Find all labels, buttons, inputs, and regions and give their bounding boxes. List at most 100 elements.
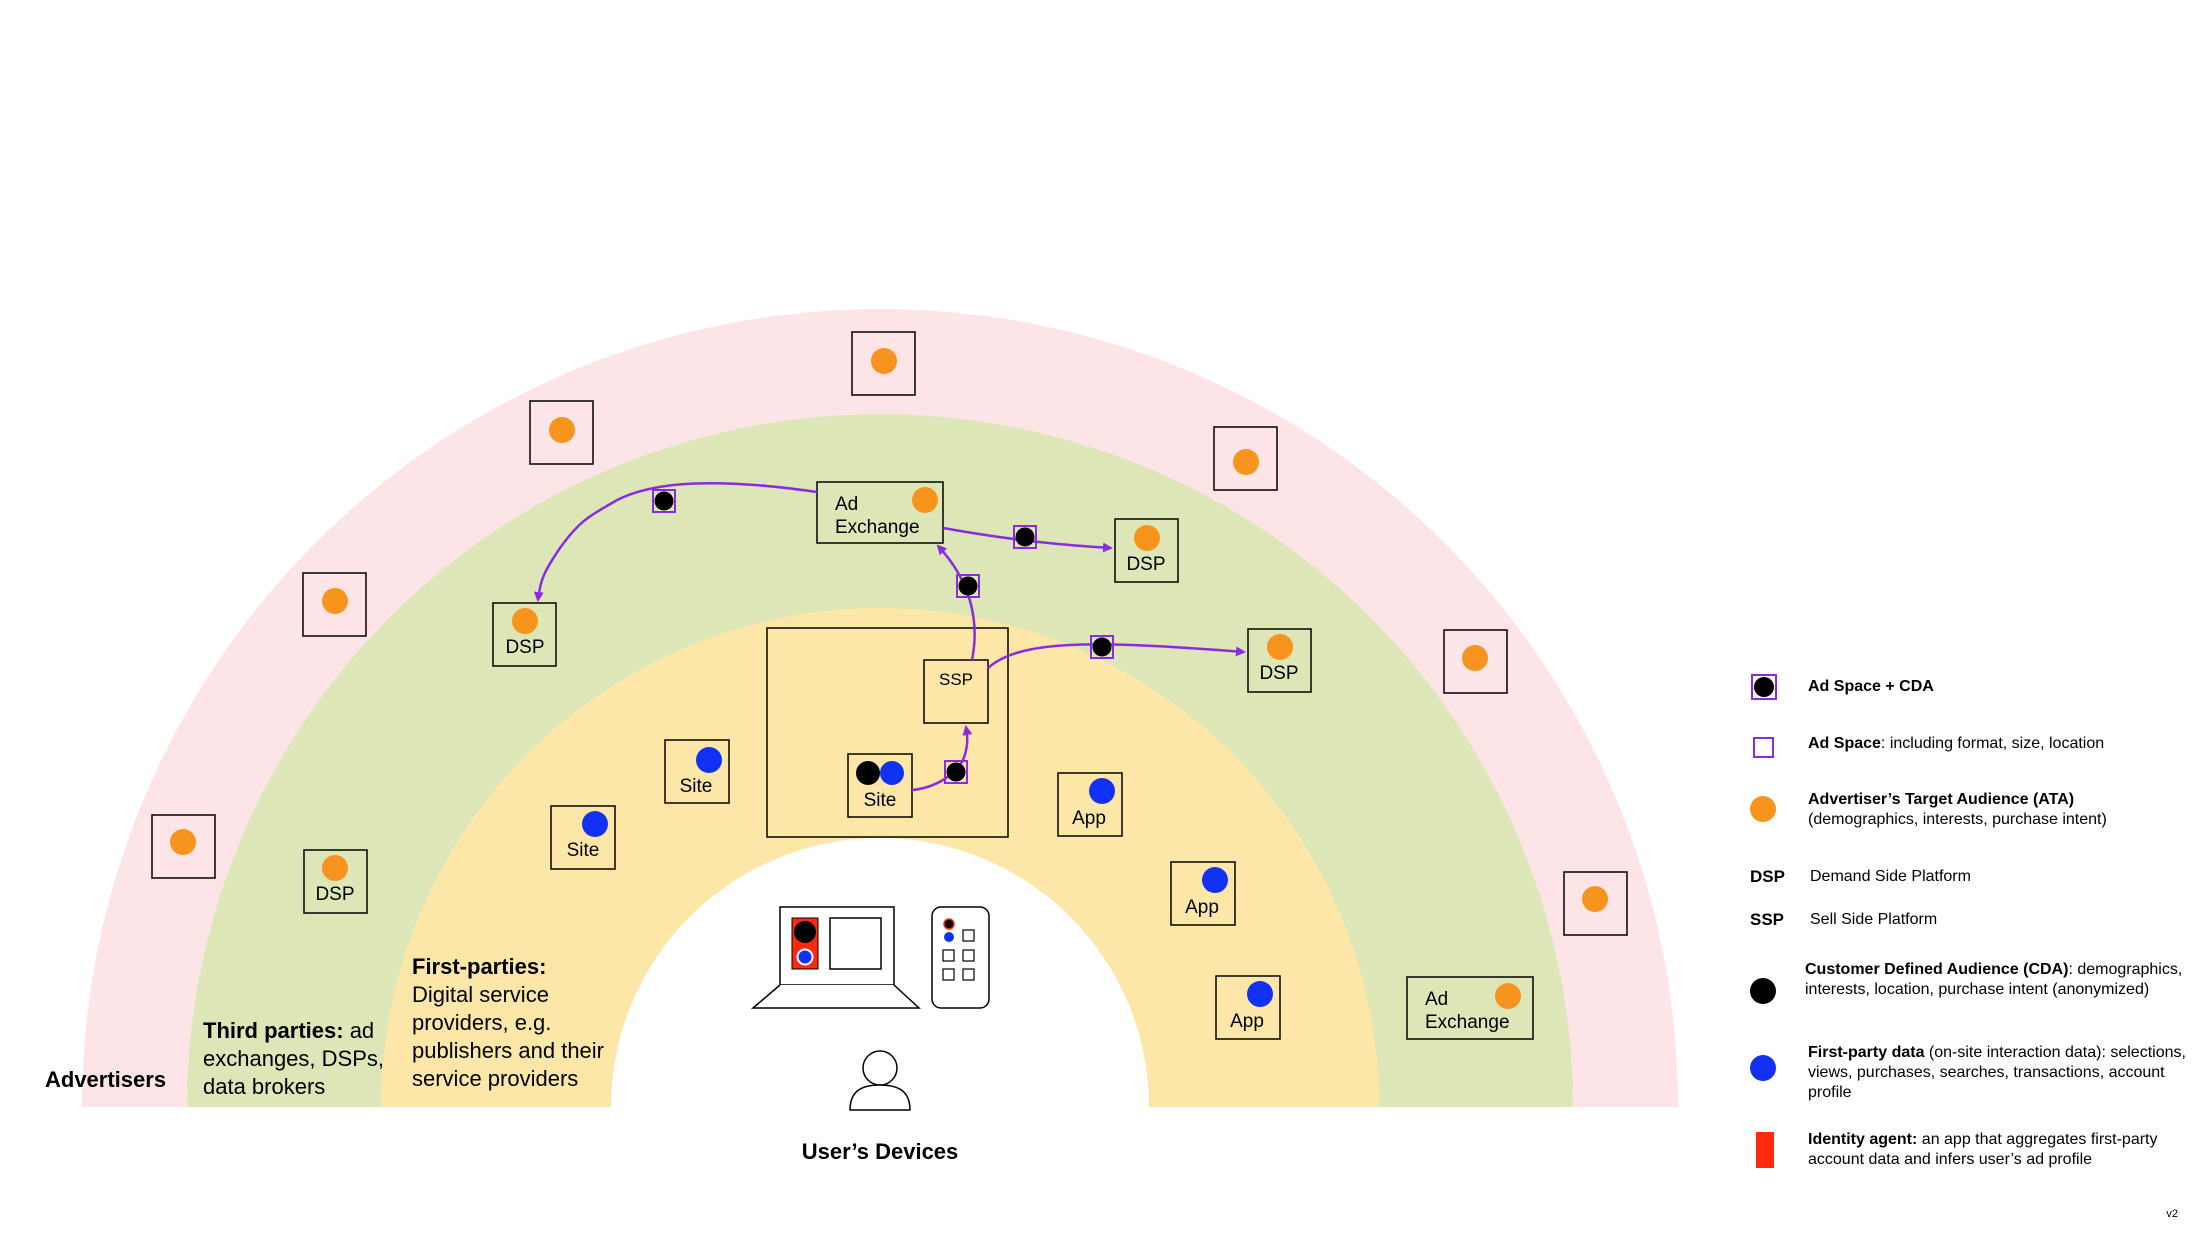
- legend-description: Sell Side Platform: [1810, 911, 1938, 928]
- site-node: Site: [847, 753, 913, 818]
- legend-description: : demographics, interests, location, pur…: [1805, 961, 2183, 998]
- target-audience-icon: [1582, 886, 1608, 912]
- users-devices-label: User’s Devices: [802, 1139, 959, 1164]
- cda-icon: [856, 761, 880, 785]
- user-icon: [849, 1050, 911, 1111]
- legend-label: Advertiser’s Target Audience (ATA): [1808, 791, 2075, 808]
- legend-description: Demand Side Platform: [1810, 868, 1971, 885]
- ad-exchange-label-line-2: Exchange: [1425, 1012, 1510, 1033]
- site-label: Site: [864, 790, 897, 811]
- target-audience-icon: [912, 487, 938, 513]
- dsp-label: DSP: [315, 884, 354, 905]
- ad-space-cda-token: [1090, 635, 1114, 659]
- ad-space-cda-token: [956, 574, 980, 598]
- dsp-node: DSP: [1247, 628, 1312, 693]
- app-label: App: [1072, 808, 1106, 829]
- first-party-data-icon: [1202, 867, 1228, 893]
- target-audience-icon: [871, 348, 897, 374]
- ad-exchange-node: Ad Exchange: [816, 481, 944, 544]
- legend-symbol-dsp: DSP: [1750, 867, 1785, 886]
- legend-description: (demographics, interests, purchase inten…: [1808, 811, 2107, 828]
- first-party-data-icon: [880, 761, 904, 785]
- ad-exchange-label-line-2: Exchange: [835, 517, 920, 538]
- first-parties-line-1: Digital service: [412, 982, 549, 1007]
- site-label: Site: [680, 776, 713, 797]
- first-parties-line-2: providers, e.g.: [412, 1010, 551, 1035]
- dsp-label: DSP: [1259, 663, 1298, 684]
- target-audience-icon: [1134, 525, 1160, 551]
- first-parties-line-4: service providers: [412, 1066, 578, 1091]
- target-audience-icon: [170, 829, 196, 855]
- dsp-node: DSP: [492, 602, 557, 667]
- identity-agent-icon: [1756, 1132, 1774, 1168]
- advertiser-box: [1563, 871, 1628, 936]
- ad-space-cda-token: [1013, 525, 1037, 549]
- ad-space-cda-token: [652, 489, 676, 513]
- flow-arrow-ssp-to-right-dsp: [987, 643, 1246, 669]
- legend-label: Identity agent:: [1808, 1131, 1918, 1148]
- advertiser-box: [151, 814, 216, 879]
- third-parties-label-line-2: exchanges, DSPs,: [203, 1046, 384, 1071]
- target-audience-icon: [512, 608, 538, 634]
- publisher-group-box: [766, 627, 1009, 838]
- advertiser-box: [1213, 426, 1278, 491]
- legend-label: Ad Space: [1808, 735, 1881, 752]
- identity-agent-icon: [791, 917, 819, 970]
- third-parties-label: Third parties: ad: [203, 1018, 374, 1043]
- target-audience-icon: [549, 417, 575, 443]
- legend-description: : including format, size, location: [1880, 735, 2105, 752]
- flow-arrow-ssp-to-ad-exchange: [936, 544, 976, 661]
- target-audience-icon: [322, 588, 348, 614]
- ssp-node: SSP: [923, 659, 989, 724]
- target-audience-icon: [1495, 983, 1521, 1009]
- first-party-data-icon: [696, 747, 722, 773]
- ad-space-cda-icon: [1751, 674, 1777, 700]
- target-audience-icon: [1233, 449, 1259, 475]
- app-node: App: [1170, 861, 1236, 926]
- site-node: Site: [550, 805, 616, 870]
- ad-exchange-node: Ad Exchange: [1406, 976, 1534, 1040]
- app-node: App: [1057, 772, 1123, 837]
- third-parties-label-line-3: data brokers: [203, 1074, 325, 1099]
- flow-arrow-ad-exchange-to-left-dsp: [533, 481, 818, 602]
- first-party-data-icon: [582, 811, 608, 837]
- ad-exchange-label-line-1: Ad: [1425, 989, 1448, 1010]
- advertisers-label: Advertisers: [45, 1067, 166, 1092]
- advertiser-box: [529, 400, 594, 465]
- target-audience-icon: [1267, 634, 1293, 660]
- advertiser-box: [1443, 629, 1508, 694]
- dsp-node: DSP: [303, 849, 368, 914]
- ad-space-icon: [1753, 737, 1774, 758]
- target-audience-icon: [1462, 645, 1488, 671]
- legend-label: Ad Space + CDA: [1808, 678, 1934, 695]
- dsp-node: DSP: [1114, 518, 1179, 583]
- phone-icon: [931, 906, 990, 1009]
- first-party-data-icon: [1750, 1055, 1776, 1081]
- site-node: Site: [664, 739, 730, 804]
- target-audience-icon: [322, 855, 348, 881]
- legend-label: First-party data: [1808, 1044, 1925, 1061]
- site-label: Site: [567, 840, 600, 861]
- ssp-label: SSP: [939, 670, 973, 689]
- dsp-label: DSP: [1126, 554, 1165, 575]
- app-node: App: [1215, 975, 1281, 1040]
- legend-label: Customer Defined Audience (CDA): [1805, 961, 2069, 978]
- advertiser-box: [302, 572, 367, 637]
- advertiser-box: [851, 331, 916, 396]
- version-label: v2: [2166, 1208, 2178, 1220]
- legend-symbol-ssp: SSP: [1750, 910, 1785, 929]
- first-parties-title: First-parties:: [412, 954, 546, 979]
- dsp-label: DSP: [505, 637, 544, 658]
- app-label: App: [1230, 1011, 1264, 1032]
- first-party-data-icon: [1089, 778, 1115, 804]
- cda-icon: [1750, 978, 1776, 1004]
- first-party-data-icon: [1247, 981, 1273, 1007]
- legend-description: (on-site interaction data): selections, …: [1808, 1044, 2186, 1101]
- ad-exchange-label-line-1: Ad: [835, 494, 858, 515]
- legend-description: an app that aggregates first-party accou…: [1808, 1131, 2158, 1168]
- ad-space-cda-token: [944, 760, 968, 784]
- first-parties-line-3: publishers and their: [412, 1038, 604, 1063]
- app-label: App: [1185, 897, 1219, 918]
- target-audience-icon: [1750, 796, 1776, 822]
